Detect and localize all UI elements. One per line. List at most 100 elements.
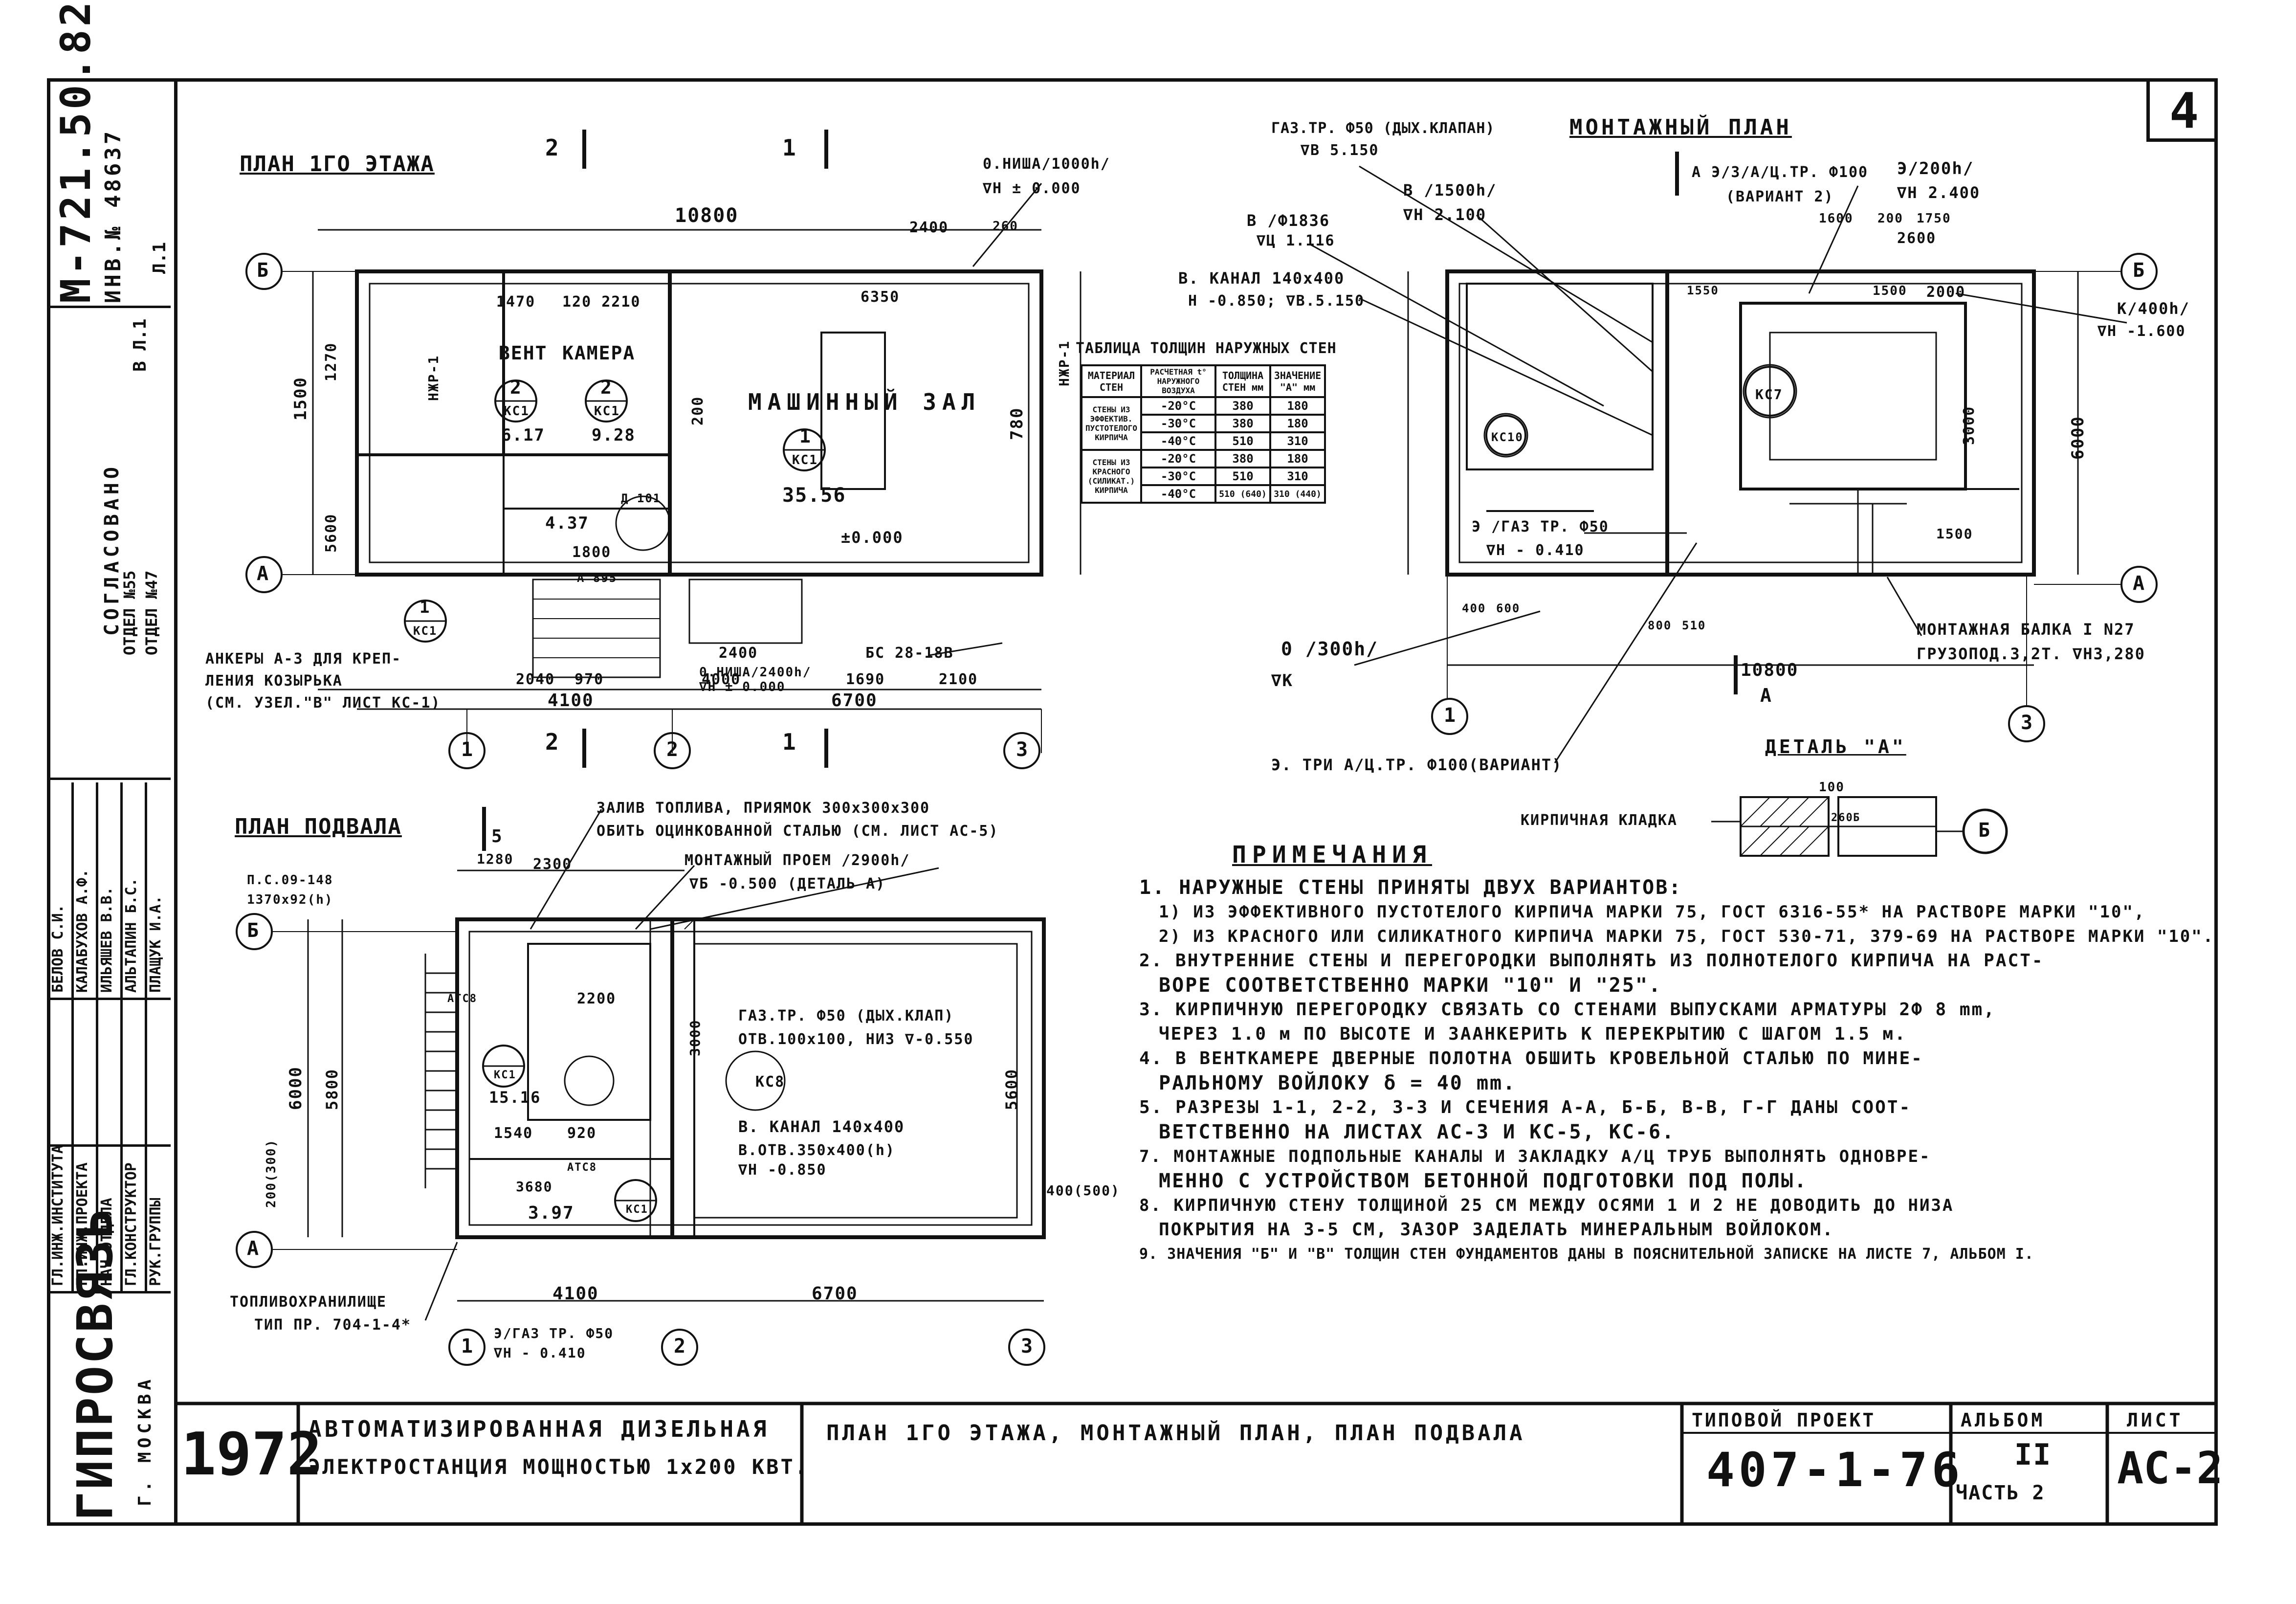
montage-cut-a: А <box>1760 685 1772 706</box>
basement-dim-6700: 6700 <box>812 1284 858 1304</box>
montage-dim-3000: 3000 <box>1961 405 1978 445</box>
montage-dim-510: 510 <box>1682 619 1706 632</box>
basement-vkanal2: В.ОТВ.350x400(h) <box>738 1142 895 1159</box>
montage-dim-1500: 1500 <box>1873 284 1907 298</box>
montage-axis-3: 3 <box>2021 712 2034 734</box>
tb-typ-label: ТИПОВОЙ ПРОЕКТ <box>1692 1409 1876 1431</box>
wall-table-title: ТАБЛИЦА ТОЛЩИН НАРУЖНЫХ СТЕН <box>1076 340 1337 357</box>
tb-part: ЧАСТЬ 2 <box>1956 1482 2045 1504</box>
plan1-dim-4000: 4000 <box>702 671 741 688</box>
note-line-2: 2) ИЗ КРАСНОГО ИЛИ СИЛИКАТНОГО КИРПИЧА М… <box>1159 927 2215 946</box>
left-sidebar: М-721.50.82 ИНВ.№ 48637 Л.1 В Л.1 СОГЛАС… <box>47 0 177 1526</box>
basement-kc1-a: КС1 <box>494 1069 516 1081</box>
wt-r3-c1: -20°С <box>1140 449 1216 468</box>
basement-axis-3: 3 <box>1021 1335 1034 1358</box>
basement-area1: 15.16 <box>489 1088 541 1107</box>
montage-egaz: Э /ГАЗ ТР. Ф50 <box>1472 518 1609 535</box>
notes-title: ПРИМЕЧАНИЯ <box>1232 841 1432 869</box>
drawing-frame <box>47 78 2218 1526</box>
basement-mount: МОНТАЖНЫЙ ПРОЕМ /2900h/ <box>684 852 910 869</box>
plan1-dim-120: 120 2210 <box>562 293 641 311</box>
montage-b1500-lvl: ∇Н 2.100 <box>1403 205 1487 224</box>
wt-r5-c1: -40°С <box>1140 484 1216 504</box>
basement-dim-4100: 4100 <box>552 1284 599 1304</box>
callout-kc1-a: КС1 <box>504 404 530 419</box>
note-line-6: ЧЕРЕЗ 1.0 м ПО ВЫСОТЕ И ЗААНКЕРИТЬ К ПЕР… <box>1159 1024 1907 1044</box>
basement-dim-2300: 2300 <box>533 856 573 873</box>
callout-1-hall: 1 <box>799 425 812 447</box>
room-camera: КАМЕРА <box>562 342 636 364</box>
plan1-dim-2100: 2100 <box>939 671 978 688</box>
plan1-dim-2450: 1270 <box>323 342 340 381</box>
note-line-12: МЕННО С УСТРОЙСТВОМ БЕТОННОЙ ПОДГОТОВКИ … <box>1159 1170 1808 1192</box>
basement-dim-920: 920 <box>567 1125 597 1142</box>
basement-axis-2: 2 <box>674 1335 687 1358</box>
plan1-cut2-bot: 2 <box>545 729 560 755</box>
montage-egaz-lvl: ∇Н - 0.410 <box>1486 542 1585 559</box>
plan1-anchors-2: ЛЕНИЯ КОЗЫРЬКА <box>205 672 343 690</box>
wt-head-0: МАТЕРИАЛ СТЕН <box>1081 364 1142 398</box>
montage-gas-lvl: ∇В 5.150 <box>1301 142 1379 159</box>
tb-list-label: ЛИСТ <box>2127 1409 2184 1431</box>
basement-mount-lvl: ∇Б -0.500 (ДЕТАЛЬ А) <box>689 875 886 892</box>
basement-store2: ТИП ПР. 704-1-4* <box>254 1316 411 1334</box>
note-line-14: ПОКРЫТИЯ НА 3-5 СМ, ЗАЗОР ЗАДЕЛАТЬ МИНЕР… <box>1159 1220 1834 1240</box>
montage-gas: ГАЗ.ТР. Ф50 (ДЫХ.КЛАПАН) <box>1271 120 1495 137</box>
tb-typ-value: 407-1-76 <box>1706 1443 1964 1497</box>
plan1-dim-5600: 780 <box>1007 407 1027 440</box>
montage-beam2: ГРУЗОПОД.3,2Т. ∇Н3,280 <box>1917 645 2145 663</box>
basement-axis-b: Б <box>247 919 260 942</box>
plan1-cut2-top: 2 <box>545 134 560 161</box>
montage-e3: А Э/3/А/Ц.ТР. Ф100 <box>1692 164 1869 181</box>
wt-r0-c3: 180 <box>1269 396 1326 416</box>
plan1-dim-260: 260 <box>993 219 1018 234</box>
room-hall: МАШИННЫЙ ЗАЛ <box>748 389 981 415</box>
plan1-niche-top-level: ∇H ± 0.000 <box>983 180 1081 197</box>
wt-head-1: РАСЧЕТНАЯ t° НАРУЖНОГО ВОЗДУХА <box>1140 364 1216 398</box>
callout-2-b: 2 <box>600 377 613 398</box>
wt-r2-c2: 510 <box>1214 431 1271 451</box>
montage-dim-1750: 1750 <box>1917 211 1951 226</box>
plan1-niche-bot-level: ∇H ± 0.000 <box>699 680 786 694</box>
detail-dim-b: Б <box>1853 812 1861 824</box>
plan1-outer-wall <box>355 269 1043 577</box>
basement-atc2: АТС8 <box>567 1161 597 1174</box>
callout-kc1-anchors: КС1 <box>413 624 438 638</box>
basement-dim-2200: 2200 <box>577 990 617 1007</box>
plan1-overall-dim: 10800 <box>675 204 739 227</box>
sheet-number: 4 <box>2169 82 2200 139</box>
plan1-dim-2400-bot: 2400 <box>719 645 758 662</box>
plan1-title: ПЛАН 1ГО ЭТАЖА <box>240 152 435 177</box>
plan1-niche-bot: 0.НИША/2400h/ <box>699 665 812 680</box>
wt-r4-c2: 510 <box>1214 467 1271 486</box>
tb-album-value: II <box>2014 1438 2052 1472</box>
plan1-dim-1500: 5600 <box>323 513 340 553</box>
detail-title: ДЕТАЛЬ "А" <box>1765 736 1906 757</box>
plan1-dim-6000: 1500 <box>291 377 310 421</box>
plan1-dim-4100: 4100 <box>548 691 594 711</box>
sheet-number-box: 4 <box>2146 78 2218 142</box>
detail-dim-100: 100 <box>1819 780 1845 795</box>
plan1-nzh-left: НЖР-1 <box>425 355 442 401</box>
basement-kc1-b: КС1 <box>626 1203 648 1216</box>
note-line-9: 5. РАЗРЕЗЫ 1-1, 2-2, 3-3 И СЕЧЕНИЯ А-А, … <box>1139 1097 1912 1117</box>
plan1-anchors-1: АНКЕРЫ А-3 ДЛЯ КРЕП- <box>205 650 402 668</box>
basement-dim-200-300: 200(300) <box>264 1138 279 1208</box>
basement-egaz: Э/ГАЗ ТР. Ф50 <box>494 1325 614 1341</box>
montage-dim-600: 600 <box>1496 602 1521 615</box>
wt-r3-c2: 380 <box>1214 449 1271 468</box>
note-line-3: 2. ВНУТРЕННИЕ СТЕНЫ И ПЕРЕГОРОДКИ ВЫПОЛН… <box>1139 951 2044 971</box>
plan1-anchors-3: (СМ. УЗЕЛ."В" ЛИСТ КС-1) <box>205 694 441 712</box>
wt-r4-c1: -30°С <box>1140 467 1216 486</box>
plan1-bs: БС 28-18В <box>865 645 954 662</box>
basement-dim-3000: 3000 <box>687 1019 703 1056</box>
wt-r5-c3: 310 (440) <box>1269 484 1326 504</box>
basement-vkanal3: ∇Н -0.850 <box>738 1161 827 1179</box>
callout-2-a: 2 <box>510 377 522 398</box>
basement-dim-1280: 1280 <box>477 851 514 867</box>
plan1-dim-3640: 200 <box>689 396 706 425</box>
plan1-dim-1470: 1470 <box>496 293 536 311</box>
basement-gas2: ОТВ.100x100, НИЗ ∇-0.550 <box>738 1031 974 1048</box>
montage-dim-2600: 2600 <box>1897 230 1937 247</box>
